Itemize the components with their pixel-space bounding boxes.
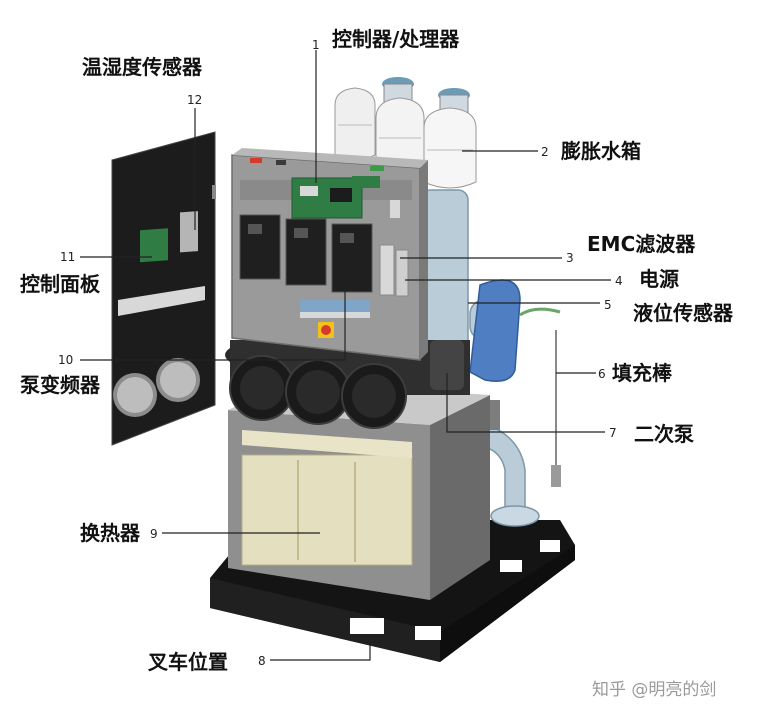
label-secondary-pump: 二次泵 bbox=[634, 422, 694, 446]
blue-bag bbox=[469, 279, 521, 382]
label-level-sensor: 液位传感器 bbox=[633, 301, 734, 325]
num-8: 8 bbox=[258, 654, 266, 668]
label-emc-filter: EMC滤波器 bbox=[587, 232, 696, 256]
num-11: 11 bbox=[60, 250, 75, 264]
fill-rod-part bbox=[519, 307, 561, 487]
heat-exchanger-frame bbox=[228, 382, 490, 600]
label-pump-inverter: 泵变频器 bbox=[20, 373, 101, 397]
label-temp-humidity-sensor: 温湿度传感器 bbox=[82, 55, 203, 79]
num-2: 2 bbox=[541, 145, 549, 159]
leader-lines bbox=[80, 50, 611, 661]
num-3: 3 bbox=[566, 251, 574, 265]
watermark: 知乎 @明亮的剑 bbox=[592, 680, 716, 700]
label-expansion-tank: 膨胀水箱 bbox=[560, 139, 641, 163]
num-7: 7 bbox=[609, 426, 617, 440]
label-control-panel: 控制面板 bbox=[20, 272, 101, 296]
leader-7 bbox=[446, 373, 605, 433]
leader-10 bbox=[80, 290, 346, 361]
label-controller-processor: 控制器/处理器 bbox=[332, 27, 460, 51]
num-10: 10 bbox=[58, 353, 73, 367]
label-heat-exchanger: 换热器 bbox=[80, 521, 141, 545]
num-5: 5 bbox=[604, 298, 612, 312]
num-9: 9 bbox=[150, 527, 158, 541]
labels: 控制器/处理器 1 膨胀水箱 2 EMC滤波器 3 电源 4 液位传感器 5 填… bbox=[20, 27, 734, 700]
label-forklift-position: 叉车位置 bbox=[147, 650, 228, 674]
num-6: 6 bbox=[598, 367, 606, 381]
num-12: 12 bbox=[187, 93, 202, 107]
leader-8 bbox=[270, 640, 371, 661]
label-power-supply: 电源 bbox=[639, 267, 679, 291]
cabinet-door bbox=[111, 131, 216, 446]
label-fill-rod: 填充棒 bbox=[612, 361, 673, 385]
num-4: 4 bbox=[615, 274, 623, 288]
num-1: 1 bbox=[312, 38, 320, 52]
control-cabinet bbox=[231, 148, 428, 361]
